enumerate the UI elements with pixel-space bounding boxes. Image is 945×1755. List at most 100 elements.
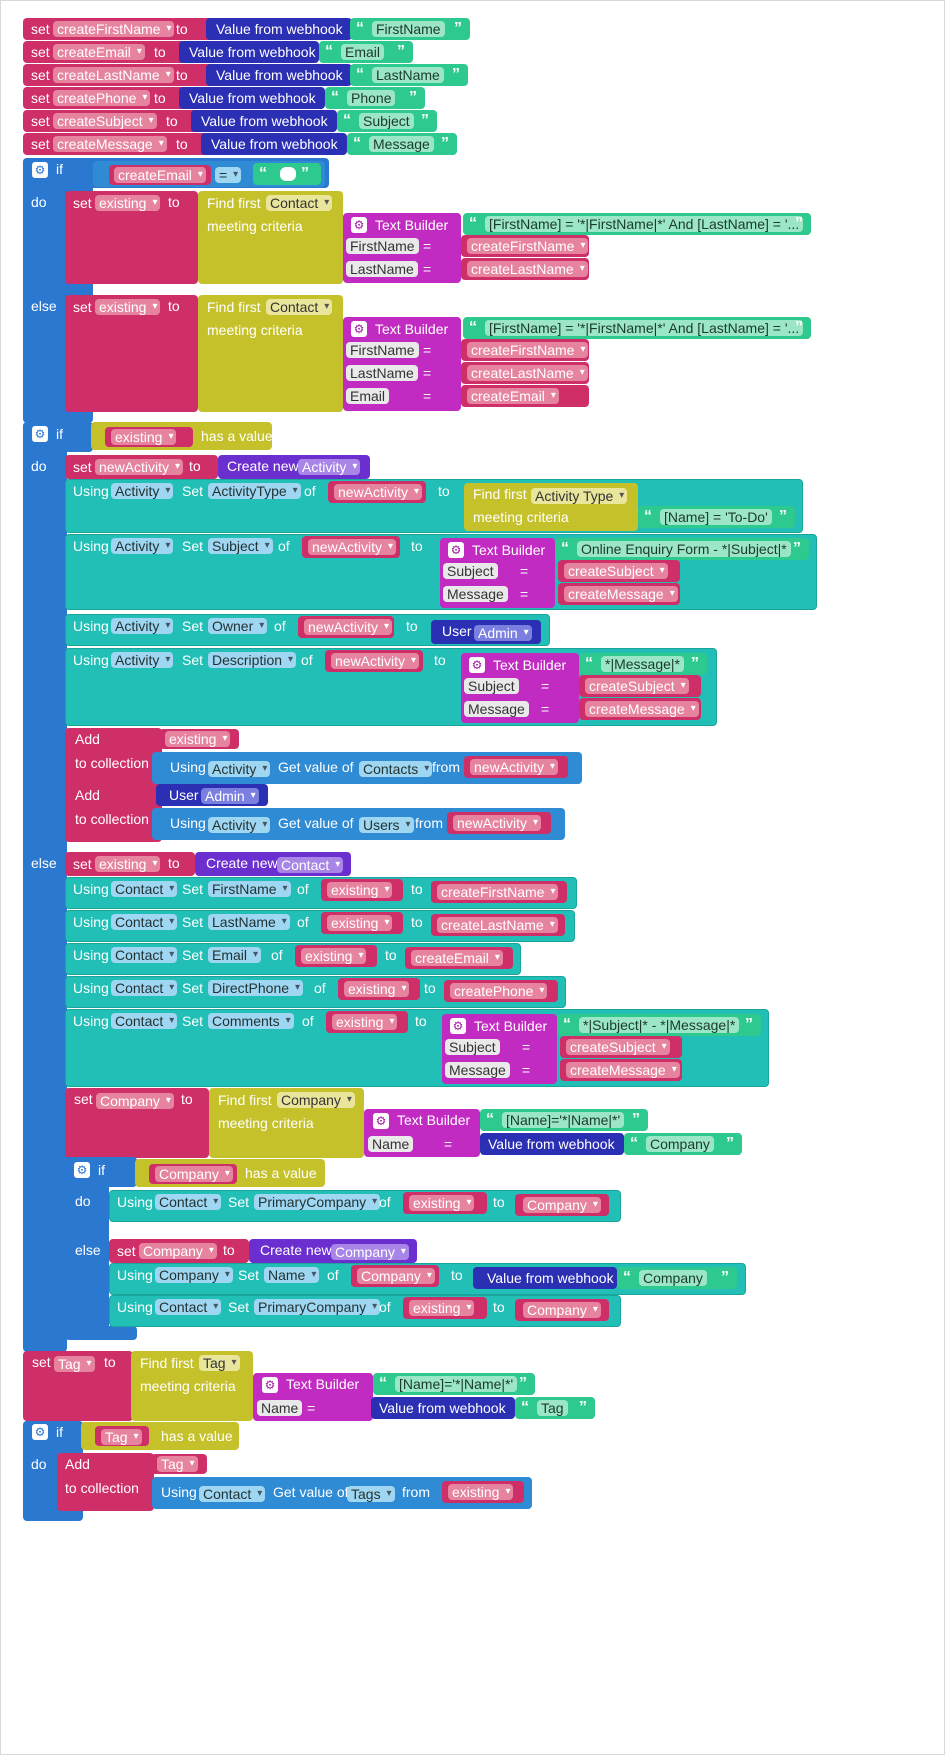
variable-dropdown[interactable]: createLastName bbox=[437, 917, 558, 933]
webhook-value-block[interactable] bbox=[480, 1133, 624, 1155]
variable-dropdown[interactable]: existing bbox=[95, 195, 161, 211]
gear-icon[interactable]: ⚙ bbox=[32, 162, 48, 178]
variable-dropdown[interactable]: Company bbox=[155, 1166, 233, 1182]
variable-dropdown[interactable]: createLastName bbox=[467, 261, 588, 277]
variable-dropdown[interactable]: existing bbox=[344, 981, 410, 997]
variable-dropdown[interactable]: Company bbox=[139, 1243, 217, 1259]
variable-dropdown[interactable]: createMessage bbox=[564, 586, 678, 602]
text-value[interactable]: [FirstName] = '*|FirstName|*' And [LastN… bbox=[485, 216, 804, 232]
field-dropdown[interactable]: Comments bbox=[208, 1013, 294, 1029]
variable-dropdown[interactable]: existing bbox=[111, 429, 177, 445]
text-value[interactable]: Phone bbox=[347, 90, 396, 106]
text-value[interactable]: Message bbox=[369, 136, 434, 152]
variable-dropdown[interactable]: newActivity bbox=[334, 484, 423, 500]
param-name[interactable]: LastName bbox=[346, 261, 418, 277]
variable-dropdown[interactable]: createFirstName bbox=[467, 238, 589, 254]
object-dropdown[interactable]: Company bbox=[155, 1267, 233, 1283]
variable-dropdown[interactable]: existing bbox=[95, 856, 161, 872]
if-footer[interactable] bbox=[65, 1326, 137, 1340]
object-dropdown[interactable]: Activity Type bbox=[531, 488, 628, 504]
object-dropdown[interactable]: Contact bbox=[266, 195, 333, 211]
text-value[interactable]: *|Subject|* - *|Message|* bbox=[579, 1017, 740, 1033]
object-dropdown[interactable]: Contact bbox=[111, 914, 178, 930]
gear-icon[interactable]: ⚙ bbox=[351, 217, 367, 233]
object-dropdown[interactable]: Contact bbox=[111, 881, 178, 897]
webhook-value-block[interactable] bbox=[371, 1397, 515, 1419]
variable-dropdown[interactable]: createLastName bbox=[53, 67, 174, 83]
gear-icon[interactable]: ⚙ bbox=[351, 321, 367, 337]
field-dropdown[interactable]: FirstName bbox=[208, 881, 291, 897]
variable-dropdown[interactable]: createSubject bbox=[53, 113, 157, 129]
collection-dropdown[interactable]: Tags bbox=[347, 1486, 395, 1502]
variable-dropdown[interactable]: existing bbox=[409, 1195, 475, 1211]
variable-dropdown[interactable]: newActivity bbox=[304, 619, 393, 635]
param-name[interactable]: FirstName bbox=[346, 238, 419, 254]
field-dropdown[interactable]: Subject bbox=[208, 538, 273, 554]
object-dropdown[interactable]: Contact bbox=[266, 299, 333, 315]
variable-dropdown[interactable]: createFirstName bbox=[467, 342, 589, 358]
param-name[interactable]: Subject bbox=[464, 678, 519, 694]
object-dropdown[interactable]: Company bbox=[277, 1092, 355, 1108]
variable-dropdown[interactable]: newActivity bbox=[470, 759, 559, 775]
variable-dropdown[interactable]: Tag bbox=[101, 1429, 142, 1445]
text-value[interactable]: Subject bbox=[359, 113, 414, 129]
variable-dropdown[interactable]: existing bbox=[409, 1300, 475, 1316]
gear-icon[interactable]: ⚙ bbox=[448, 542, 464, 558]
variable-dropdown[interactable]: newActivity bbox=[95, 459, 184, 475]
variable-dropdown[interactable]: Tag bbox=[54, 1356, 95, 1372]
gear-icon[interactable]: ⚙ bbox=[32, 1424, 48, 1440]
field-dropdown[interactable]: PrimaryCompany bbox=[254, 1194, 381, 1210]
webhook-value-block[interactable] bbox=[179, 41, 319, 63]
object-dropdown[interactable]: Contact bbox=[155, 1194, 222, 1210]
object-dropdown[interactable]: Contact bbox=[111, 1013, 178, 1029]
variable-dropdown[interactable]: createMessage bbox=[585, 701, 699, 717]
variable-dropdown[interactable]: Company bbox=[523, 1197, 601, 1213]
user-dropdown[interactable]: Admin bbox=[201, 788, 259, 804]
variable-dropdown[interactable]: createSubject bbox=[566, 1039, 670, 1055]
gear-icon[interactable]: ⚙ bbox=[74, 1162, 90, 1178]
webhook-value-block[interactable] bbox=[206, 18, 352, 40]
add-to-collection-block[interactable] bbox=[57, 1453, 154, 1511]
variable-dropdown[interactable]: createSubject bbox=[564, 563, 668, 579]
text-value[interactable]: [Name]='*|Name|*' bbox=[395, 1376, 518, 1392]
text-value[interactable]: FirstName bbox=[372, 21, 445, 37]
text-value[interactable]: Online Enquiry Form - *|Subject|* bbox=[577, 541, 791, 557]
variable-dropdown[interactable]: Company bbox=[357, 1268, 435, 1284]
param-name[interactable]: Name bbox=[257, 1400, 303, 1416]
param-name[interactable]: LastName bbox=[346, 365, 418, 381]
field-dropdown[interactable]: PrimaryCompany bbox=[254, 1299, 381, 1315]
field-dropdown[interactable]: Email bbox=[208, 947, 262, 963]
variable-dropdown[interactable]: newActivity bbox=[453, 815, 542, 831]
gear-icon[interactable]: ⚙ bbox=[373, 1113, 389, 1129]
object-dropdown[interactable]: Activity bbox=[111, 483, 174, 499]
param-name[interactable]: Subject bbox=[445, 1039, 500, 1055]
gear-icon[interactable]: ⚙ bbox=[469, 657, 485, 673]
variable-dropdown[interactable]: existing bbox=[165, 731, 231, 747]
text-value[interactable]: Company bbox=[639, 1270, 707, 1286]
variable-dropdown[interactable]: Company bbox=[523, 1302, 601, 1318]
param-name[interactable]: Name bbox=[368, 1136, 414, 1152]
variable-dropdown[interactable]: Company bbox=[96, 1093, 174, 1109]
text-value[interactable]: Email bbox=[341, 44, 385, 60]
variable-dropdown[interactable]: createPhone bbox=[53, 90, 151, 106]
variable-dropdown[interactable]: existing bbox=[327, 915, 393, 931]
if-block[interactable] bbox=[23, 422, 67, 1352]
variable-dropdown[interactable]: createLastName bbox=[467, 365, 588, 381]
object-dropdown[interactable]: Company bbox=[331, 1244, 409, 1260]
variable-dropdown[interactable]: createEmail bbox=[114, 167, 206, 183]
empty-text-field[interactable] bbox=[280, 167, 296, 181]
webhook-value-block[interactable] bbox=[473, 1267, 617, 1289]
gear-icon[interactable]: ⚙ bbox=[32, 426, 48, 442]
variable-dropdown[interactable]: createEmail bbox=[467, 388, 559, 404]
field-dropdown[interactable]: Name bbox=[264, 1267, 320, 1283]
field-dropdown[interactable]: DirectPhone bbox=[208, 980, 304, 996]
gear-icon[interactable]: ⚙ bbox=[450, 1018, 466, 1034]
webhook-value-block[interactable] bbox=[201, 133, 347, 155]
object-dropdown[interactable]: Activity bbox=[208, 817, 271, 833]
variable-dropdown[interactable]: existing bbox=[301, 948, 367, 964]
object-dropdown[interactable]: Activity bbox=[111, 652, 174, 668]
text-value[interactable]: [FirstName] = '*|FirstName|*' And [LastN… bbox=[485, 320, 804, 336]
webhook-value-block[interactable] bbox=[206, 64, 352, 86]
variable-dropdown[interactable]: createMessage bbox=[566, 1062, 680, 1078]
